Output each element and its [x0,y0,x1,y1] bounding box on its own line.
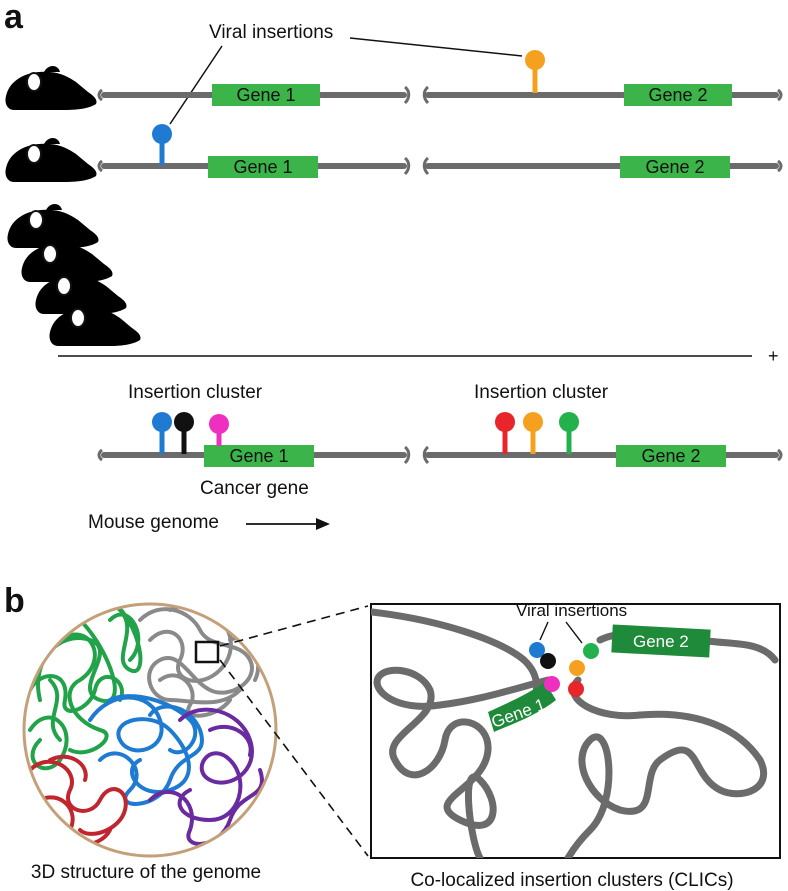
callout-line-blue [169,45,223,125]
cluster-left-head-1 [152,412,172,432]
mouse-blue [5,138,97,182]
insertion-cluster-right-label: Insertion cluster [474,382,609,403]
gene-1-box [204,445,314,467]
zoom-insertion-red [568,681,584,697]
insertion-cluster-left-label: Insertion cluster [128,382,263,403]
mouse-genome-label: Mouse genome [88,512,219,533]
zoom-insertion-magenta [544,676,560,692]
gene-1-label: Gene 1 [229,446,288,466]
zoom-panel: Gene 1 Gene 2 Viral insertions [370,601,781,859]
gene-1-box [212,84,320,106]
genome-3d-caption: 3D structure of the genome [31,862,261,883]
chromosome-row-1: Gene 1 Gene 2 [97,50,783,106]
chromosome-row-2: Gene 1 Gene 2 [97,124,783,178]
mouse-orange [5,66,97,110]
zoom-gene-2-label: Gene 2 [633,632,689,651]
cluster-left-head-3 [209,414,229,434]
zoom-gene-2: Gene 2 [611,624,711,658]
clics-caption: Co-localized insertion clusters (CLICs) [410,870,733,891]
zoom-insertion-green [583,643,599,659]
zoom-connector-bottom [219,659,369,857]
cluster-right-head-2 [523,412,543,432]
mouse-marker [42,244,58,264]
insertion-head-blue [152,124,172,144]
zoom-callout-right [565,621,583,644]
gene-1-label: Gene 1 [233,157,292,177]
zoom-callout-left [539,621,549,641]
zoom-insertion-black [540,653,556,669]
panel-b-letter: b [4,582,25,620]
mouse-marker [28,210,44,230]
gene-2-box [624,84,732,106]
mouse-marker [26,72,42,92]
mouse-red [7,204,99,248]
mouse-marker [56,276,72,296]
zoom-region-box [194,640,220,664]
gene-2-label: Gene 2 [641,446,700,466]
gene-2-label: Gene 2 [648,85,707,105]
gene-2-label: Gene 2 [645,157,704,177]
cancer-gene-label: Cancer gene [200,478,309,499]
callout-line-orange [349,37,523,57]
gene-1-box [208,156,318,178]
nucleus-border [22,602,278,858]
zoom-insertion-orange [569,660,585,676]
territory-green [28,604,143,771]
gene-2-box [616,445,726,467]
nucleus [22,602,278,858]
insertion-head-orange [525,50,545,70]
gene-1-label: Gene 1 [236,85,295,105]
mouse-black [21,238,113,282]
mouse-marker [26,144,42,164]
zoom-insertion-blue [529,642,545,658]
chromatin-strand-3 [564,676,768,858]
cluster-right-head-3 [559,412,579,432]
plus-sign: + [768,346,779,366]
gene-2-box [620,156,730,178]
cluster-right-head-1 [495,412,515,432]
panel-a-letter: a [4,0,24,36]
viral-insertions-label: Viral insertions [209,22,333,43]
mouse-green [35,270,127,314]
zoom-connector-top [219,605,369,647]
mouse-magenta [49,302,141,346]
mouse-marker [70,308,86,328]
genome-direction-arrow-icon [246,518,330,530]
chromatin-strand-2 [373,666,552,858]
zoom-viral-insertions-label: Viral insertions [516,601,627,620]
chromosome-combined: Gene 1 Gene 2 [97,412,783,467]
cluster-left-head-2 [174,412,194,432]
